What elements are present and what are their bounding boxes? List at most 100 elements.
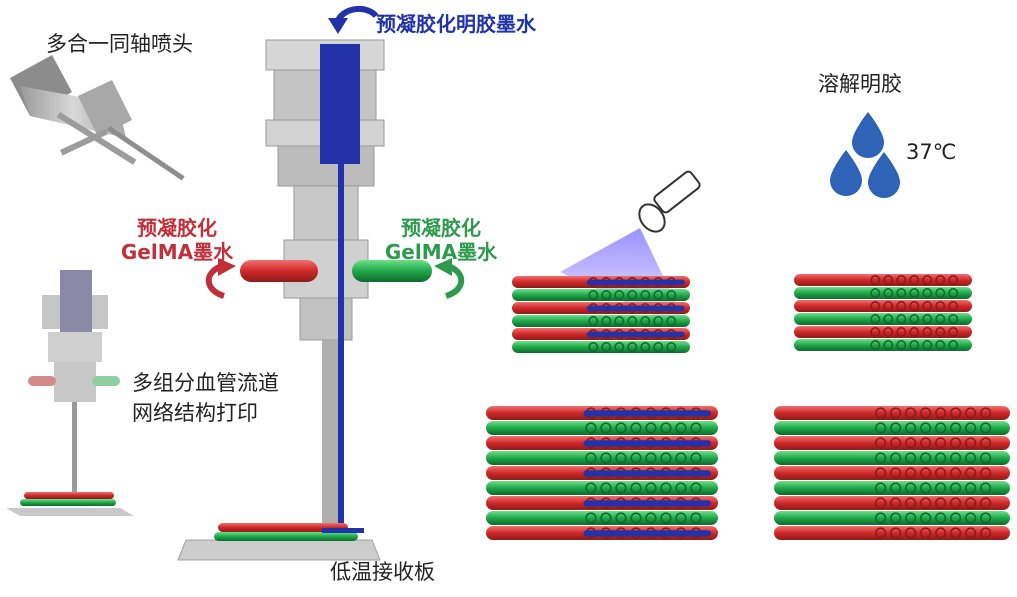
gelatin-core: [583, 440, 712, 447]
channel-cross-section: [905, 527, 917, 539]
channel-cross-section: [675, 512, 687, 524]
channel-cross-section: [883, 275, 894, 285]
small-printer-illustration: [6, 270, 134, 516]
channel-cross-section: [935, 314, 946, 324]
filament-row: [774, 466, 1010, 480]
channel-cross-section: [653, 290, 664, 300]
channel-cross-section: [948, 327, 959, 337]
filament-row: [774, 451, 1010, 465]
right-inlet-arrowhead-icon: [434, 258, 452, 276]
channel-cross-section: [890, 497, 902, 509]
channel-cross-section: [935, 422, 947, 434]
channel-cross-section: [630, 422, 642, 434]
channel-cross-section: [890, 422, 902, 434]
channel-cross-section: [950, 452, 962, 464]
channel-cross-section: [875, 482, 887, 494]
coaxial-nozzle-illustration: [10, 55, 185, 181]
channel-cross-section: [875, 422, 887, 434]
filament-row: [486, 451, 718, 465]
channel-cross-section: [980, 482, 992, 494]
gelatin-core: [586, 305, 685, 312]
gelatin-core: [583, 410, 712, 417]
channel-cross-section: [870, 340, 881, 350]
channel-cross-section: [909, 340, 920, 350]
channel-cross-section: [585, 452, 597, 464]
channel-cross-section: [883, 327, 894, 337]
gelatin-core: [583, 470, 712, 477]
channel-cross-section: [965, 422, 977, 434]
filament-row: [794, 287, 972, 299]
channel-cross-section: [922, 275, 933, 285]
channel-cross-section: [690, 422, 702, 434]
coaxial-nozzle-label: 多合一同轴喷头: [46, 32, 193, 56]
channel-cross-section: [935, 527, 947, 539]
channel-cross-section: [675, 482, 687, 494]
channel-cross-section: [905, 467, 917, 479]
filament-row: [774, 436, 1010, 450]
left-ink-label-line1: 预凝胶化: [137, 216, 217, 240]
channel-cross-section: [922, 340, 933, 350]
channel-cross-section: [675, 452, 687, 464]
channel-cross-section: [883, 288, 894, 298]
channel-cross-section: [666, 316, 677, 326]
right-ink-label: 预凝胶化 GelMA墨水: [372, 216, 510, 264]
channel-cross-section: [640, 316, 651, 326]
channel-cross-section: [948, 314, 959, 324]
channel-cross-section: [980, 512, 992, 524]
filament-row: [794, 274, 972, 286]
channel-cross-section: [585, 482, 597, 494]
channel-cross-section: [600, 452, 612, 464]
filament-row: [512, 341, 690, 353]
right-ink-label-line2: GelMA墨水: [384, 240, 498, 264]
channel-cross-section: [588, 316, 599, 326]
left-inlet-arrowhead-icon: [218, 258, 236, 276]
channel-cross-section: [660, 422, 672, 434]
channel-cross-section: [920, 422, 932, 434]
channel-cross-section: [896, 301, 907, 311]
scaffold-stacks: [486, 274, 1010, 540]
channel-cross-section: [870, 314, 881, 324]
channel-cross-section: [660, 512, 672, 524]
channel-cross-section: [935, 467, 947, 479]
channel-cross-section: [920, 407, 932, 419]
channel-cross-section: [935, 327, 946, 337]
channel-cross-section: [875, 407, 887, 419]
filament-row: [512, 289, 690, 301]
channel-cross-section: [615, 452, 627, 464]
channel-cross-section: [627, 316, 638, 326]
channel-cross-section: [666, 290, 677, 300]
top-ink-label: 预凝胶化明胶墨水: [376, 12, 536, 36]
channel-cross-section: [922, 327, 933, 337]
channel-cross-section: [950, 512, 962, 524]
channel-cross-section: [905, 497, 917, 509]
channel-cross-section: [922, 288, 933, 298]
channel-cross-section: [905, 407, 917, 419]
channel-cross-section: [905, 422, 917, 434]
channel-cross-section: [980, 527, 992, 539]
channel-cross-section: [870, 288, 881, 298]
channel-cross-section: [935, 452, 947, 464]
channel-cross-section: [980, 407, 992, 419]
channel-cross-section: [948, 275, 959, 285]
filament-row: [794, 326, 972, 338]
top-inlet-arrowhead-icon: [328, 18, 348, 34]
channel-cross-section: [653, 342, 664, 352]
channel-cross-section: [660, 482, 672, 494]
channel-cross-section: [920, 437, 932, 449]
channel-cross-section: [935, 288, 946, 298]
channel-cross-section: [645, 422, 657, 434]
channel-cross-section: [909, 327, 920, 337]
filament-row: [486, 481, 718, 495]
channel-cross-section: [909, 288, 920, 298]
channel-cross-section: [965, 497, 977, 509]
channel-cross-section: [950, 422, 962, 434]
channel-cross-section: [640, 342, 651, 352]
stack-bottom-right: [774, 406, 1010, 540]
channel-cross-section: [935, 407, 947, 419]
channel-cross-section: [870, 327, 881, 337]
channel-cross-section: [935, 340, 946, 350]
channel-cross-section: [630, 482, 642, 494]
channel-cross-section: [905, 512, 917, 524]
channel-cross-section: [950, 497, 962, 509]
